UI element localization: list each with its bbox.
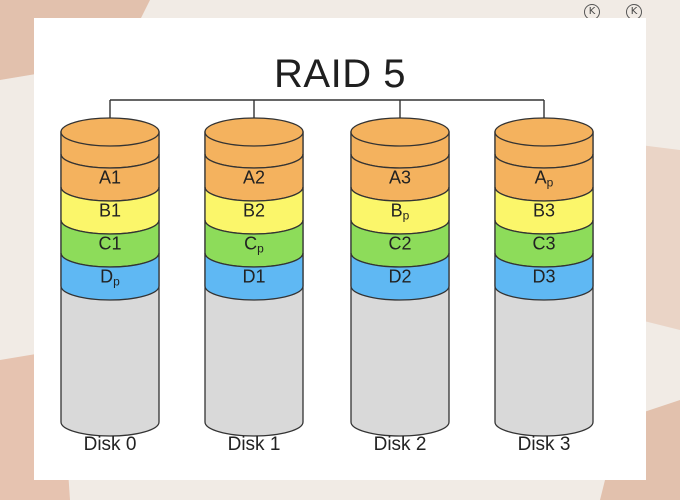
block-label: D1 bbox=[242, 267, 265, 287]
stripe-block bbox=[204, 252, 304, 301]
block-label: Cp bbox=[244, 234, 264, 256]
block-label: A3 bbox=[389, 168, 411, 188]
disk-label: Disk 0 bbox=[84, 434, 137, 455]
diagram-title: RAID 5 bbox=[274, 52, 406, 96]
stripe-block bbox=[494, 252, 594, 301]
block-label: C2 bbox=[388, 234, 411, 254]
disk-label: Disk 2 bbox=[374, 434, 427, 455]
block-label: B2 bbox=[243, 201, 265, 221]
disk-label: Disk 3 bbox=[518, 434, 571, 455]
disk-top bbox=[350, 117, 450, 147]
block-label: C3 bbox=[532, 234, 555, 254]
block-label: D3 bbox=[532, 267, 555, 287]
disk-top bbox=[494, 117, 594, 147]
disk-label: Disk 1 bbox=[228, 434, 281, 455]
block-label: C1 bbox=[98, 234, 121, 254]
block-label: B1 bbox=[99, 201, 121, 221]
block-label: B3 bbox=[533, 201, 555, 221]
stripe-block bbox=[60, 252, 160, 301]
block-label: Bp bbox=[391, 201, 410, 223]
stripe-block bbox=[350, 252, 450, 301]
block-label: D2 bbox=[388, 267, 411, 287]
disk-top bbox=[60, 117, 160, 147]
block-label: Dp bbox=[100, 267, 120, 289]
disk-top bbox=[204, 117, 304, 147]
block-label: Ap bbox=[535, 168, 554, 190]
block-label: A1 bbox=[99, 168, 121, 188]
connector-lines bbox=[109, 99, 545, 132]
block-label: A2 bbox=[243, 168, 265, 188]
